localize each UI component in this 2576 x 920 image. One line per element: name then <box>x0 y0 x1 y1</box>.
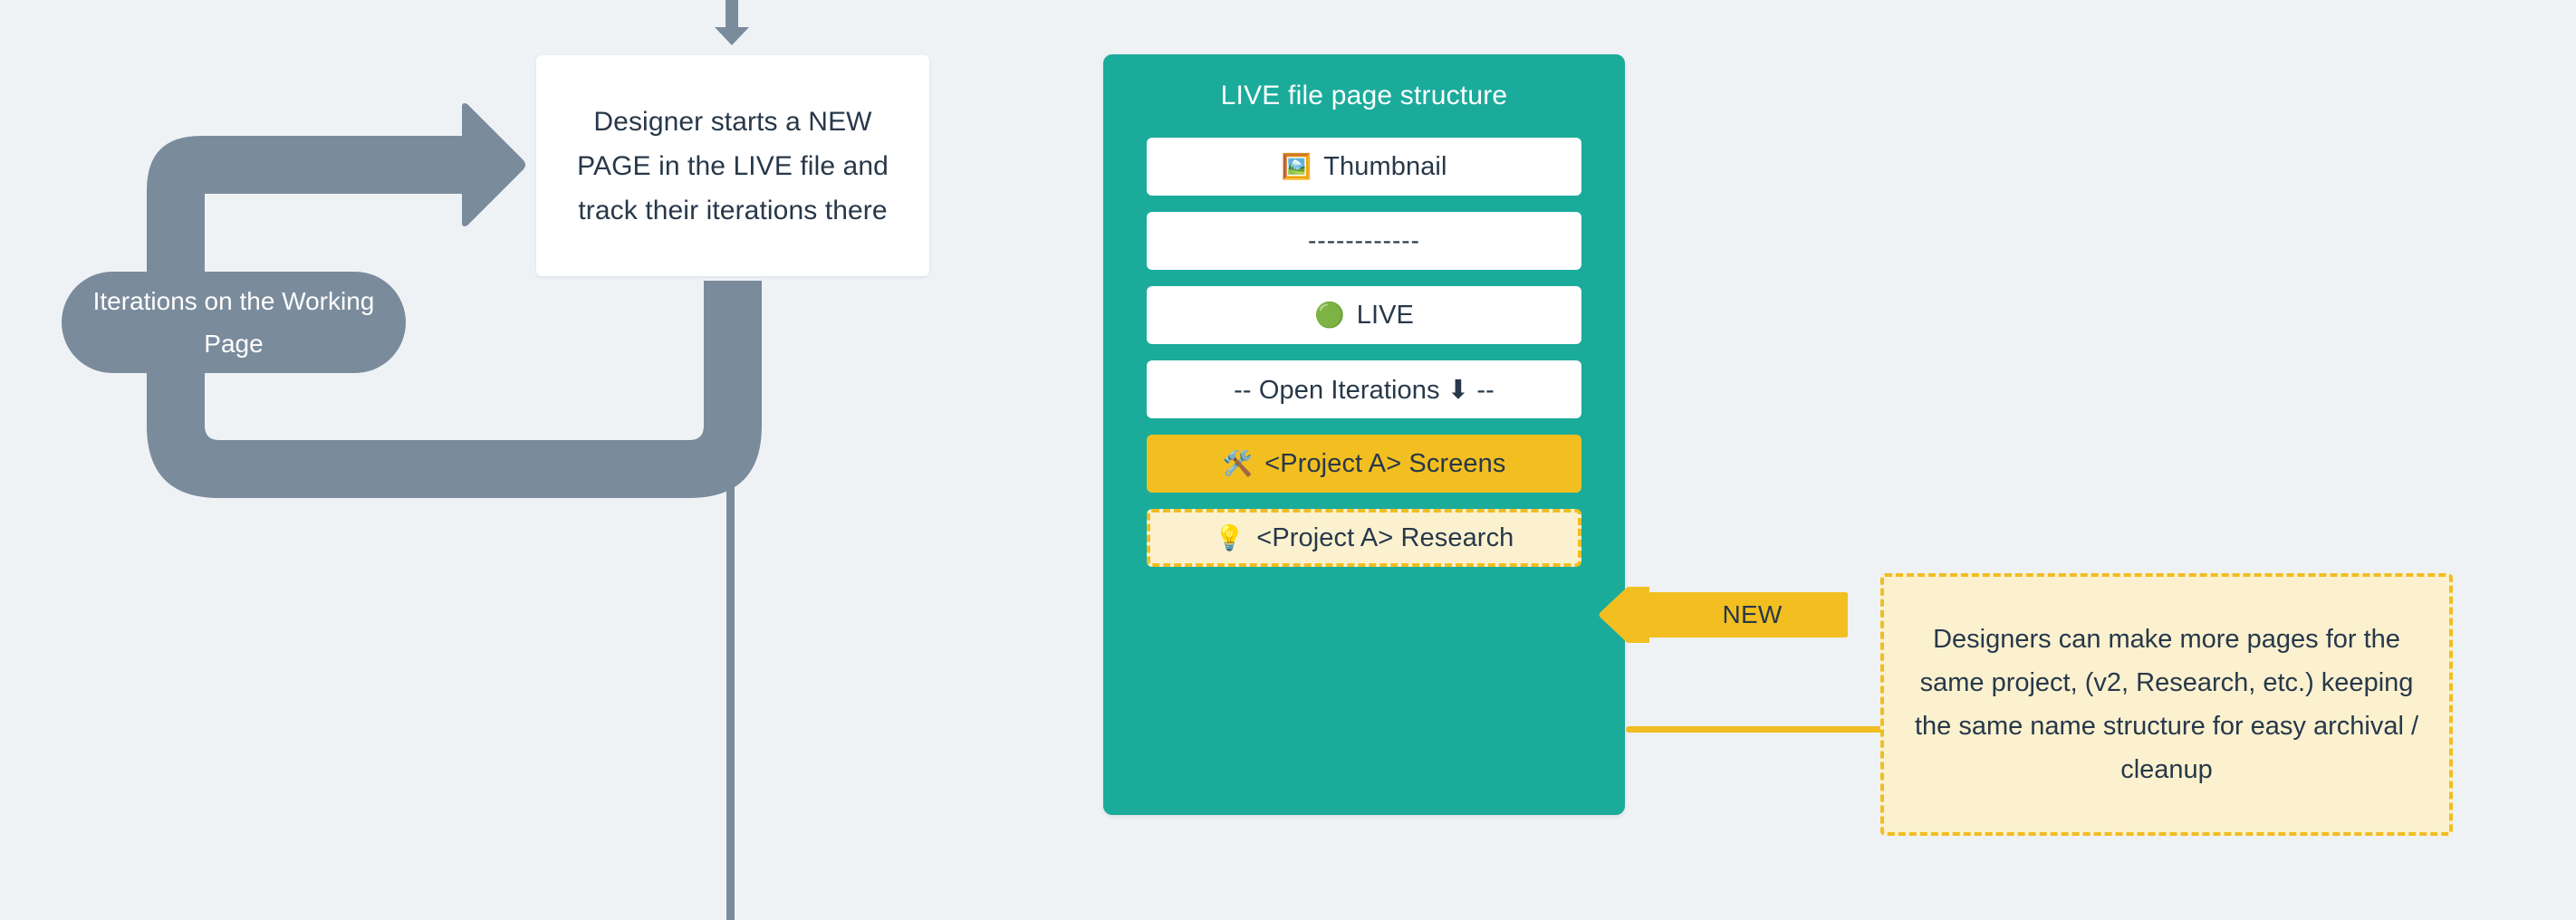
annotation-note-box: Designers can make more pages for the sa… <box>1880 573 2453 836</box>
loop-arrow-right-icon <box>147 103 762 498</box>
note-connector-line <box>1626 726 1884 733</box>
top-arrow-down-icon <box>715 0 749 45</box>
light-bulb-icon: 💡 <box>1214 523 1245 551</box>
loop-tail-line <box>726 478 735 920</box>
green-circle-icon: 🟢 <box>1314 301 1345 329</box>
page-row-label: <Project A> Screens <box>1264 448 1506 478</box>
page-row-project-a-screens[interactable]: 🛠️ <Project A> Screens <box>1147 435 1581 493</box>
flow-connectors <box>147 0 762 920</box>
arrow-left-icon <box>1599 568 1848 662</box>
page-row-label: ------------ <box>1308 226 1420 254</box>
process-card: Designer starts a NEW PAGE in the LIVE f… <box>536 55 929 276</box>
page-row-label: <Project A> Research <box>1256 522 1514 552</box>
new-badge-arrow: NEW <box>1599 568 1848 662</box>
hammer-and-wrench-icon: 🛠️ <box>1222 449 1254 477</box>
loop-label-pill: Iterations on the Working Page <box>62 272 406 373</box>
framed-picture-icon: 🖼️ <box>1281 152 1312 180</box>
page-row-label: -- Open Iterations ⬇ -- <box>1234 375 1495 405</box>
page-row-live[interactable]: 🟢 LIVE <box>1147 286 1581 344</box>
page-row-label: Thumbnail <box>1323 151 1447 181</box>
page-row-label: LIVE <box>1356 300 1414 330</box>
page-row-project-a-research[interactable]: 💡 <Project A> Research <box>1147 509 1581 567</box>
annotation-note-text: Designers can make more pages for the sa… <box>1914 625 2419 784</box>
loop-label-text: Iterations on the Working Page <box>92 287 375 358</box>
panel-title: LIVE file page structure <box>1220 81 1508 110</box>
page-row-divider[interactable]: ------------ <box>1147 212 1581 270</box>
page-row-open-iterations[interactable]: -- Open Iterations ⬇ -- <box>1147 360 1581 418</box>
live-file-page-structure-panel: LIVE file page structure 🖼️ Thumbnail --… <box>1103 54 1625 815</box>
new-badge-label: NEW <box>1722 600 1783 628</box>
process-card-text: Designer starts a NEW PAGE in the LIVE f… <box>577 106 889 225</box>
page-row-thumbnail[interactable]: 🖼️ Thumbnail <box>1147 138 1581 196</box>
